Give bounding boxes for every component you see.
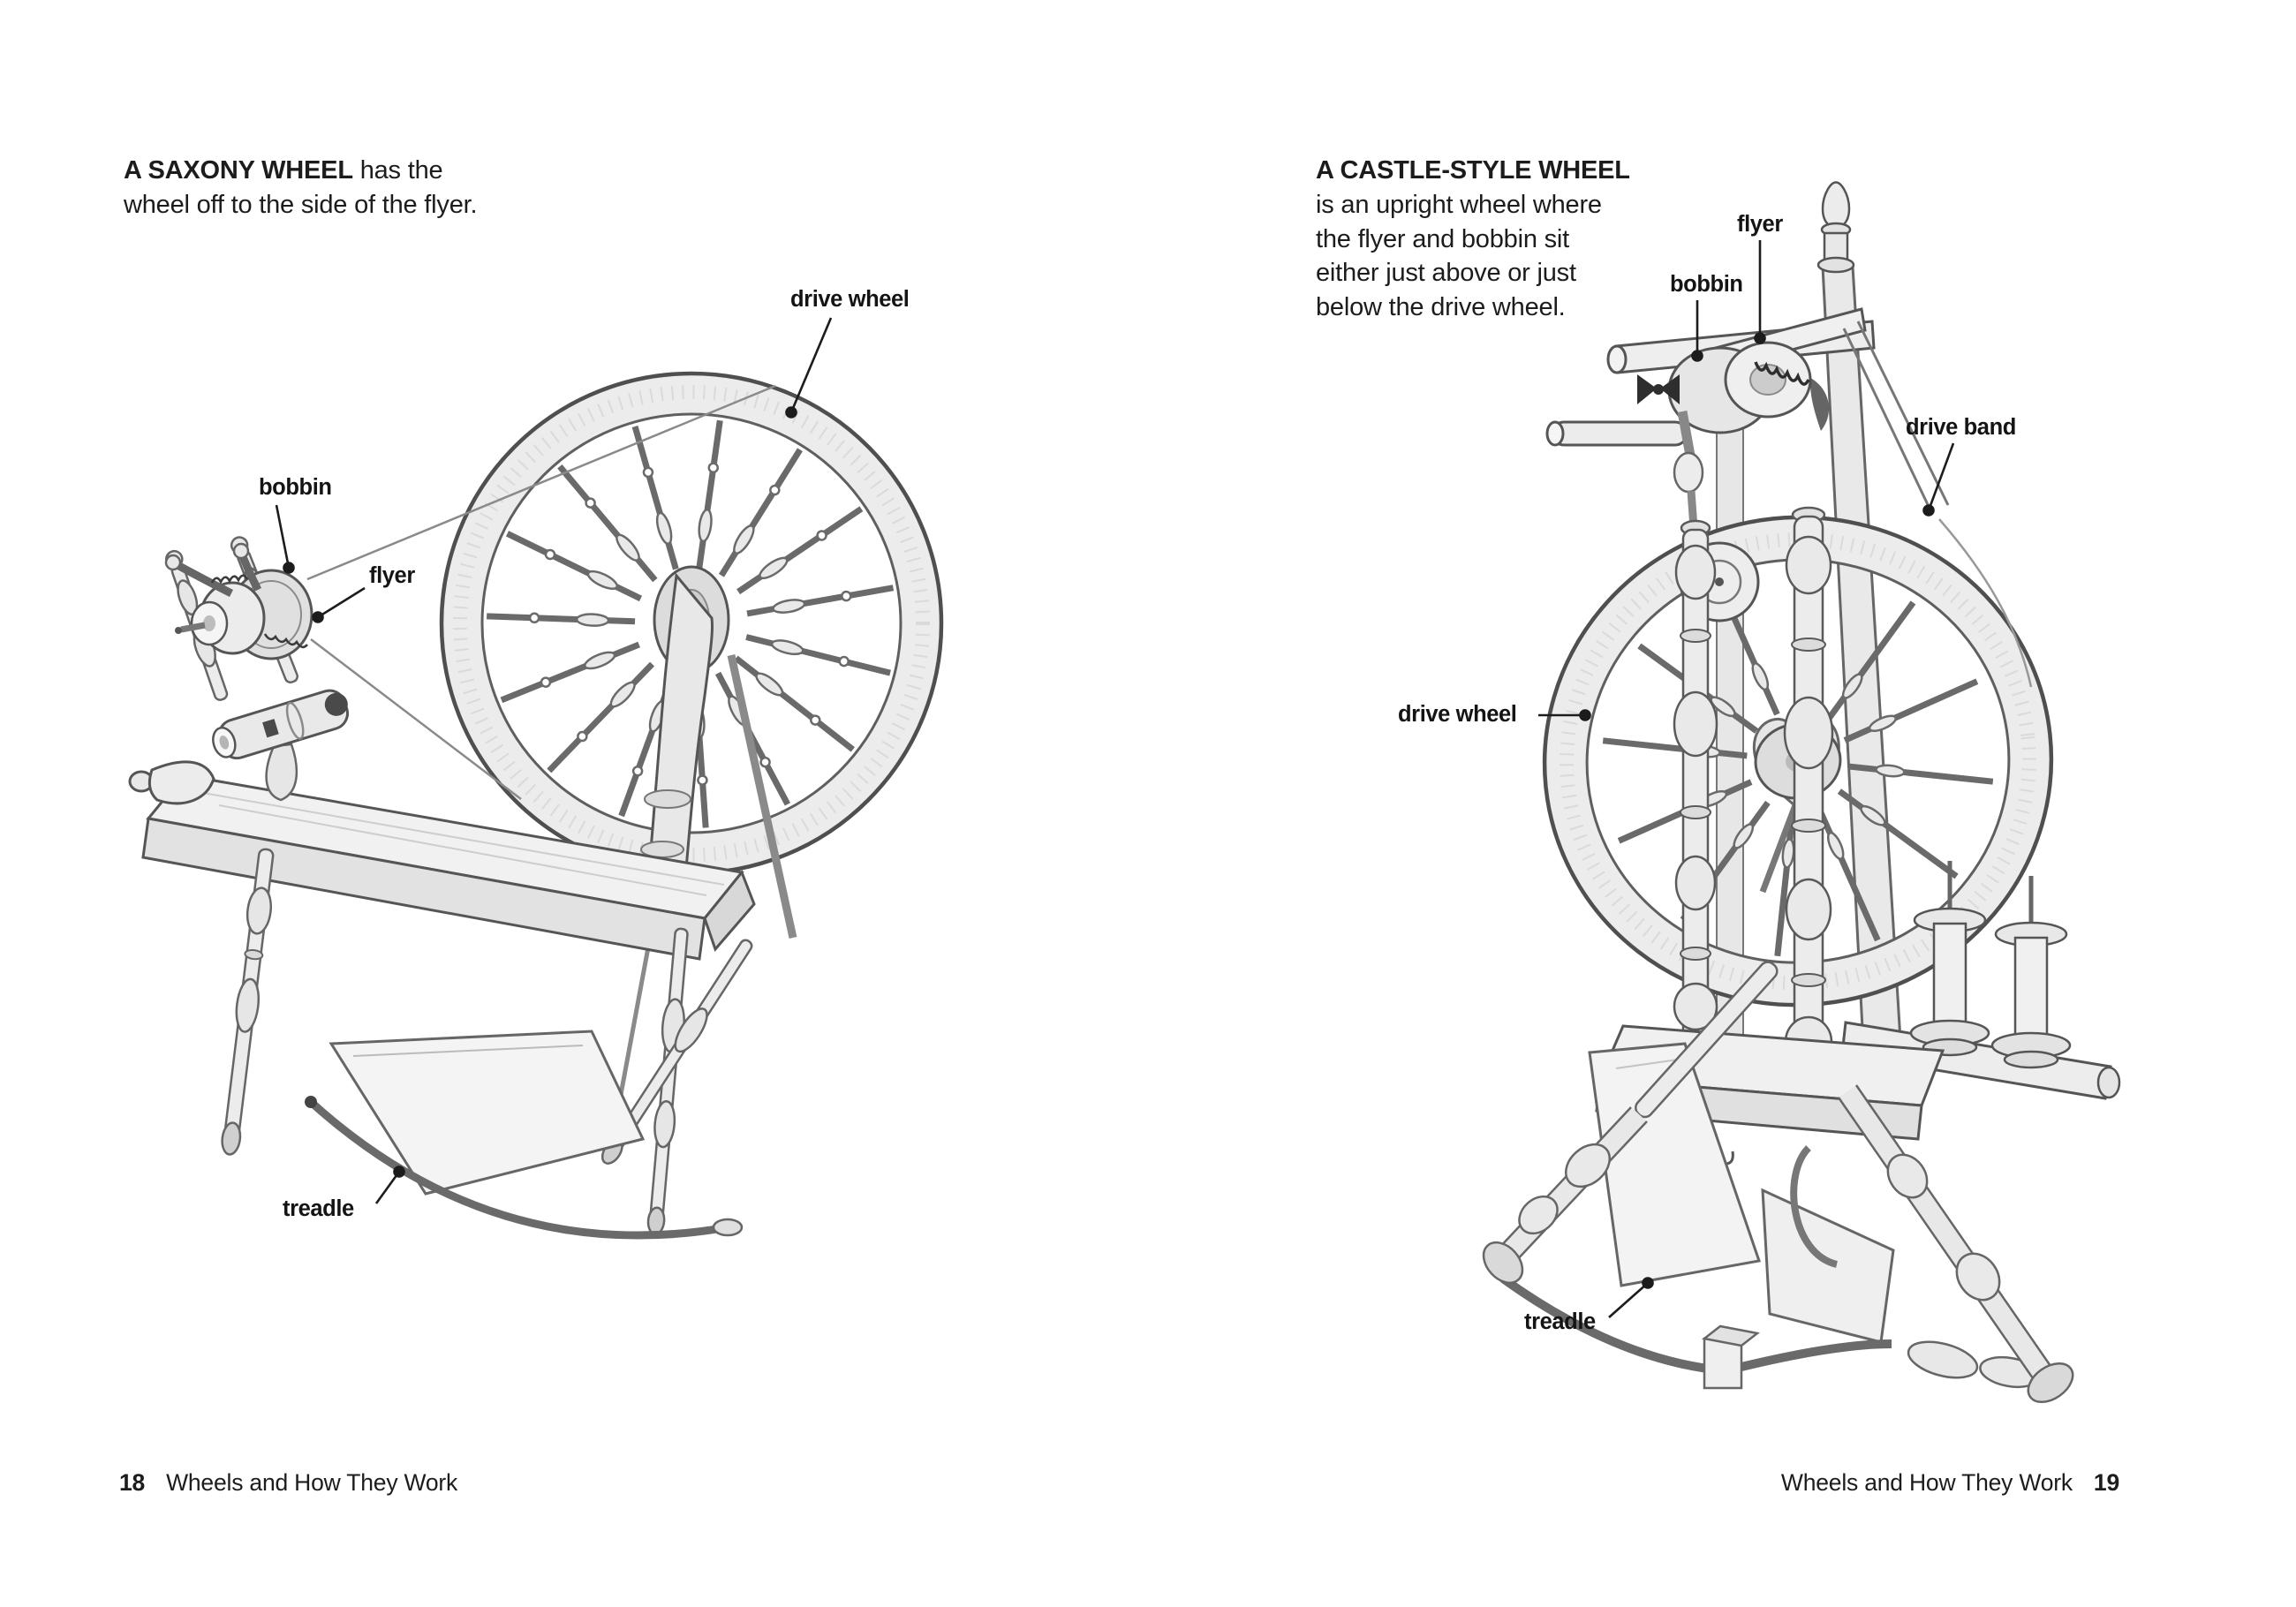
saxony-legs — [221, 848, 753, 1235]
label-treadle: treadle — [283, 1196, 354, 1221]
saxony-mother-of-all — [212, 689, 349, 802]
intro-lead-in: A CASTLE-STYLE WHEEL — [1316, 156, 1630, 185]
saxony-bench — [128, 760, 756, 961]
castle-flyer-assembly — [1637, 307, 1867, 529]
saxony-treadle — [305, 1030, 744, 1240]
spare-bobbin — [1909, 861, 1990, 1057]
label-treadle: treadle — [1524, 1309, 1596, 1334]
castle-drive-band — [1842, 321, 2033, 688]
castle-wing-nut — [1637, 374, 1680, 404]
saxony-flyer-assembly — [164, 542, 313, 660]
intro-line: A SAXONY WHEEL has the — [124, 156, 443, 185]
castle-treadle — [1500, 1042, 2041, 1390]
spare-bobbin — [1990, 876, 2072, 1069]
castle-bobbin-rack — [1840, 861, 2121, 1100]
chapter-title: Wheels and How They Work — [166, 1469, 458, 1496]
saxony-rear-support — [727, 654, 797, 939]
left-page-footer: 18 Wheels and How They Work — [119, 1469, 457, 1497]
label-bobbin: bobbin — [259, 475, 332, 500]
saxony-drive-band — [306, 384, 776, 800]
chapter-title: Wheels and How They Work — [1780, 1469, 2073, 1496]
intro-line: is an upright wheel where — [1316, 190, 1602, 219]
intro-line: wheel off to the side of the flyer. — [124, 190, 478, 219]
castle-front-posts — [1673, 506, 1834, 1083]
label-bobbin: bobbin — [1670, 272, 1743, 297]
label-flyer: flyer — [1737, 212, 1783, 237]
intro-lead-in: A SAXONY WHEEL — [124, 156, 353, 185]
intro-line: below the drive wheel. — [1316, 293, 1566, 322]
castle-intro-text: A CASTLE-STYLE WHEEL is an upright wheel… — [1316, 154, 1634, 325]
intro-line: the flyer and bobbin sit — [1316, 224, 1569, 253]
castle-crank — [1759, 796, 1801, 894]
label-drive-wheel: drive wheel — [1398, 702, 1517, 727]
castle-flyer-hooks — [1754, 361, 1810, 386]
saxony-intro-text: A SAXONY WHEEL has the wheel off to the … — [124, 154, 503, 223]
page-number: 19 — [2093, 1469, 2119, 1496]
label-flyer: flyer — [369, 563, 415, 588]
right-page-footer: Wheels and How They Work 19 — [1781, 1469, 2119, 1497]
saxony-flyer-arm — [175, 562, 234, 598]
castle-finial — [1816, 181, 1855, 274]
intro-line: A CASTLE-STYLE WHEEL — [1316, 154, 1634, 188]
intro-line: either just above or just — [1316, 259, 1576, 288]
saxony-flyer-hooks — [210, 574, 249, 585]
castle-legs — [1482, 961, 2074, 1404]
label-drive-wheel: drive wheel — [790, 287, 910, 312]
page-number: 18 — [119, 1469, 146, 1496]
label-drive-band: drive band — [1906, 415, 2016, 440]
